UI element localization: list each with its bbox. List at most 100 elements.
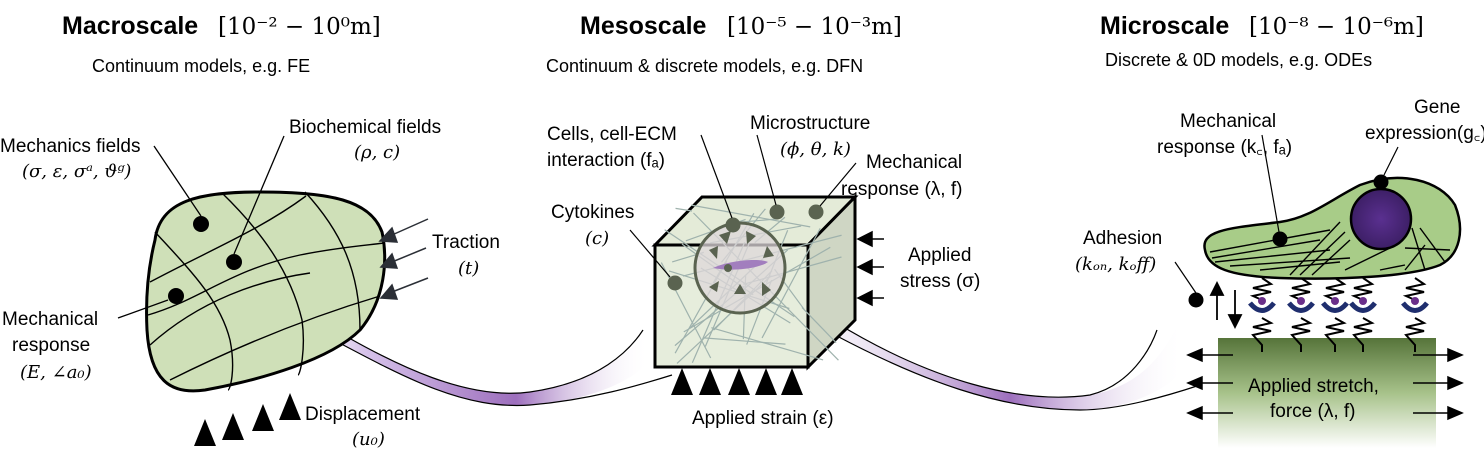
ribbon-meso-to-micro: [835, 320, 1185, 410]
label-cytokines-symbol: (c): [585, 228, 609, 249]
meso-labels: Cells, cell-ECM interaction (fₐ) Microst…: [547, 113, 980, 429]
label-gene: Gene: [1414, 97, 1460, 118]
arrow-left-icon: [856, 230, 873, 248]
mech-response-marker: [168, 288, 184, 304]
micro-mech-response-marker: [1272, 231, 1288, 247]
integrin-receptor: [1248, 301, 1276, 313]
label-displacement: Displacement: [305, 404, 421, 425]
macro-subtitle: Continuum models, e.g. FE: [92, 56, 310, 76]
label-microstructure: Microstructure: [750, 113, 870, 134]
support-triangle-icon: [222, 413, 244, 440]
support-triangle-icon: [699, 368, 721, 395]
leader-line: [756, 134, 777, 206]
fiber: [801, 307, 837, 344]
support-triangle-icon: [671, 368, 693, 395]
fiber: [675, 207, 693, 212]
integrin-receptor: [1321, 301, 1349, 313]
label-biochemical-fields-symbols: (ρ, c): [354, 142, 400, 163]
spring: [1350, 277, 1375, 301]
ribbon-edge: [834, 321, 1158, 398]
label-adhesion-symbols: (kₒₙ, kₒff): [1075, 254, 1156, 275]
leader-line: [629, 229, 671, 278]
fiber: [711, 327, 824, 361]
ribbon-macro-to-meso: [315, 318, 650, 406]
applied-stress-arrows: [856, 230, 884, 307]
leader-line: [1383, 146, 1399, 176]
gene-expression-marker: [1373, 174, 1389, 190]
label-applied-stress-2: stress (σ): [900, 271, 980, 292]
spring: [1249, 277, 1274, 301]
support-triangle-icon: [781, 368, 803, 395]
micro-cell-system: [1174, 134, 1464, 448]
ligand: [1258, 297, 1266, 305]
spring: [1290, 317, 1313, 352]
ligand: [1297, 297, 1305, 305]
arrow-up-icon: [1209, 280, 1225, 296]
substrate: [1218, 338, 1436, 448]
applied-strain-supports: [671, 368, 803, 395]
fiber: [691, 204, 811, 228]
spring: [1288, 277, 1313, 301]
cell-nucleus: [724, 264, 732, 272]
label-applied-stretch: Applied stretch,: [1248, 376, 1379, 397]
label-cells: Cells, cell-ECM: [547, 124, 677, 145]
micro-subtitle: Discrete & 0D models, e.g. ODEs: [1105, 50, 1372, 70]
support-triangle-icon: [252, 404, 274, 431]
label-traction-symbol: (t): [458, 258, 479, 279]
spring: [1251, 317, 1274, 352]
integrin-receptor: [1401, 301, 1429, 313]
label-mechanical-response-1: Mechanical: [2, 309, 98, 330]
spring: [1322, 277, 1347, 301]
arrow-left-icon: [1186, 405, 1203, 421]
macro-header: Macroscale [10⁻² − 10⁰m] Continuum model…: [62, 12, 381, 76]
arrow-left-icon: [856, 289, 873, 307]
fiber: [703, 337, 786, 345]
support-triangle-icon: [279, 393, 301, 420]
label-adhesion: Adhesion: [1083, 228, 1162, 249]
meso-cube: [629, 134, 884, 395]
arrow-head-icon: [378, 226, 399, 243]
ribbon-edge: [834, 334, 1201, 411]
label-mechanical-response-2: response: [12, 335, 90, 356]
support-triangle-icon: [728, 368, 750, 395]
macro-title: Macroscale: [62, 12, 198, 40]
macro-labels: Mechanics fields (σ, ε, σᵃ, ϑᵍ) Biochemi…: [0, 117, 500, 450]
meso-subtitle: Continuum & discrete models, e.g. DFN: [546, 56, 863, 76]
micro-range: [10⁻⁸ − 10⁻⁶m]: [1249, 14, 1424, 40]
arrow-right-icon: [1447, 347, 1464, 363]
cells-marker: [725, 217, 741, 233]
arrow-right-icon: [1447, 405, 1464, 421]
traction-arrows: [378, 218, 429, 300]
spring: [1404, 317, 1427, 352]
integrin-receptor: [1349, 301, 1377, 313]
label-microstructure-symbols: (ϕ, θ, k): [780, 139, 851, 160]
meso-range: [10⁻⁵ − 10⁻³m]: [727, 14, 902, 40]
label-displacement-symbol: (u₀): [352, 429, 385, 450]
leader-line: [1261, 134, 1280, 233]
spring: [1402, 277, 1427, 301]
spring: [1352, 317, 1375, 352]
label-micro-mech-response-2: response (k꜀, fₐ): [1157, 137, 1292, 158]
stretch-arrows: [1186, 347, 1464, 421]
label-cytokines: Cytokines: [551, 202, 634, 223]
arrow-right-icon: [1447, 375, 1464, 391]
support-triangle-icon: [755, 368, 777, 395]
label-micro-mech-response-1: Mechanical: [1180, 111, 1276, 132]
arrow-left-icon: [1186, 375, 1203, 391]
label-gene-expression: expression(g꜀): [1365, 123, 1484, 144]
label-force: force (λ, f): [1270, 401, 1356, 422]
meso-header: Mesoscale [10⁻⁵ − 10⁻³m] Continuum & dis…: [546, 12, 902, 76]
arrow-down-icon: [1227, 314, 1243, 330]
ligand: [1359, 297, 1367, 305]
mechanics-fields-marker: [193, 216, 209, 232]
leader-line: [1174, 261, 1197, 294]
adhesion-springs: [1248, 277, 1429, 352]
leader-line: [153, 145, 202, 217]
fiber: [761, 228, 821, 339]
displacement-supports: [194, 393, 301, 446]
leader-line: [819, 162, 857, 207]
ribbon-edge: [314, 329, 673, 407]
label-applied-strain: Applied strain (ε): [692, 408, 834, 429]
label-mechanics-fields: Mechanics fields: [0, 136, 140, 157]
label-biochemical-fields: Biochemical fields: [289, 117, 441, 138]
